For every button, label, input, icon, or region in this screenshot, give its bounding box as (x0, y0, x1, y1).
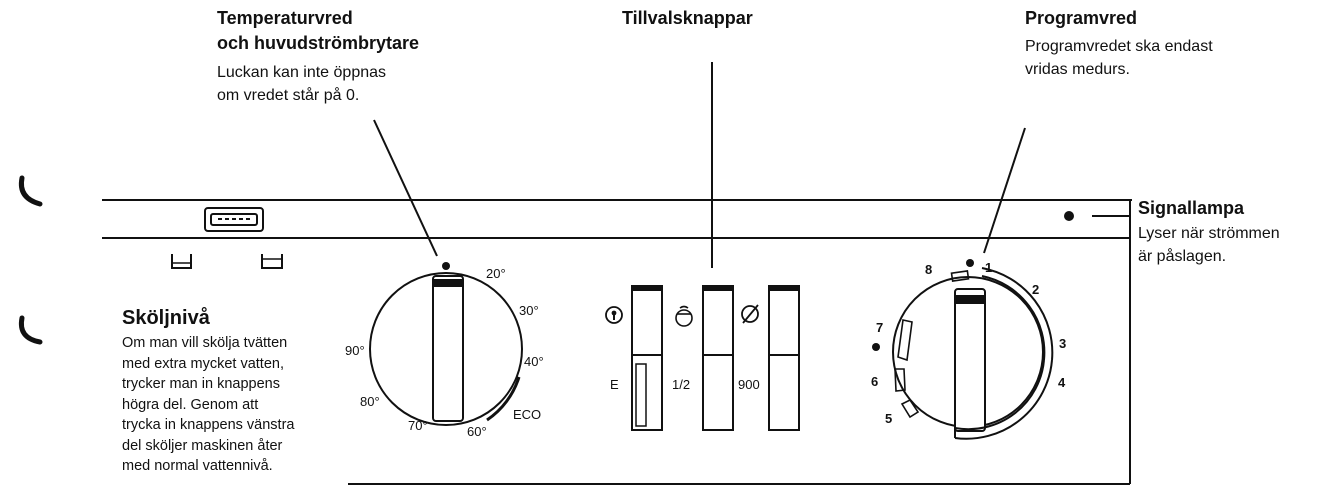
panel-outline (102, 199, 1132, 485)
rinse-line: Om man vill skölja tvätten (122, 335, 288, 351)
scan-mark-bottom (18, 315, 43, 345)
rinse-line: trycka in knappens vänstra (122, 417, 295, 433)
temp-label-40: 40° (524, 354, 544, 369)
option-button-half-load[interactable] (702, 285, 734, 431)
prewash-compartment-icon (171, 254, 192, 269)
rinse-description: Om man vill skölja tvätten med extra myc… (122, 333, 294, 477)
temp-label-eco: ECO (513, 407, 541, 422)
program-number-3: 3 (1059, 336, 1066, 351)
temperature-dial-grip[interactable] (432, 275, 464, 422)
program-number-6: 6 (871, 374, 878, 389)
option-label-half-load: 1/2 (672, 377, 690, 392)
option-button-spin-900-top (769, 286, 799, 291)
spin-off-icon (741, 304, 759, 324)
detergent-drawer-handle (204, 207, 264, 232)
temperature-desc-line2: om vredet står på 0. (217, 87, 360, 104)
temperature-dial-leader (373, 119, 438, 257)
program-arc-outer (981, 267, 1054, 361)
program-desc-line1: Programvredet ska endast (1025, 38, 1213, 55)
program-arc-lower-inner (954, 359, 1045, 431)
option-button-spin-900[interactable] (768, 285, 800, 431)
rinse-line: högra del. Genom att (122, 396, 259, 413)
temp-label-90: 90° (345, 343, 365, 358)
option-button-half-load-top (703, 286, 733, 291)
signal-title: Signallampa (1138, 198, 1245, 218)
temp-label-70: 70° (408, 418, 428, 433)
key-icon (605, 306, 623, 324)
program-desc-line2: vridas medurs. (1025, 61, 1130, 78)
program-mark-6 (894, 368, 906, 392)
signal-desc-line1: Lyser när strömmen (1138, 225, 1280, 242)
program-number-7: 7 (876, 320, 883, 335)
temperature-zero-marker (442, 262, 450, 270)
temperature-title-line2: och huvudströmbrytare (217, 33, 420, 53)
program-arc-inner (981, 275, 1046, 361)
rinse-title: Sköljnivå (122, 307, 210, 329)
temp-label-20: 20° (486, 266, 506, 281)
rinse-line: med extra mycket vatten, (122, 355, 284, 372)
signal-lamp (1064, 211, 1074, 221)
rinse-line: del sköljer maskinen åter (122, 437, 283, 454)
program-number-8: 8 (925, 262, 932, 277)
rinse-line: med normal vattennivå. (122, 458, 273, 474)
option-label-e: E (610, 377, 619, 392)
rinse-line: trycker man in knappens (122, 376, 280, 392)
option-button-e-top (632, 286, 662, 291)
program-mark-5 (900, 398, 920, 419)
option-button-e[interactable] (631, 285, 663, 431)
program-number-2: 2 (1032, 282, 1039, 297)
options-title: Tillvalsknappar (622, 8, 753, 28)
program-off-marker (966, 259, 974, 267)
temperature-desc-line1: Luckan kan inte öppnas (217, 64, 387, 81)
scan-mark-top (18, 175, 43, 207)
temperature-dial[interactable] (369, 272, 523, 426)
program-mark-8 (950, 270, 970, 282)
temp-label-60: 60° (467, 424, 487, 439)
program-dial-leader (983, 127, 1026, 254)
program-dial-indicator (954, 295, 986, 304)
drum-icon (675, 305, 693, 327)
signal-desc-line2: är påslagen. (1138, 248, 1227, 265)
main-wash-compartment-icon (261, 254, 283, 269)
temp-label-80: 80° (360, 394, 380, 409)
program-arc-lower-outer (954, 359, 1053, 440)
program-dial-grip[interactable] (954, 288, 986, 432)
program-mark-7-dot (872, 343, 880, 351)
temp-label-30: 30° (519, 303, 539, 318)
program-number-1: 1 (985, 260, 992, 275)
program-number-4: 4 (1058, 375, 1066, 390)
program-mark-7 (897, 319, 913, 362)
eco-range-arc (486, 376, 521, 422)
temperature-dial-indicator (432, 279, 464, 287)
option-button-e-pressed-half (635, 363, 647, 427)
option-label-spin-900: 900 (738, 377, 760, 392)
temperature-title-line1: Temperaturvred (217, 8, 353, 28)
program-number-5: 5 (885, 411, 892, 426)
program-title: Programvred (1025, 8, 1138, 28)
